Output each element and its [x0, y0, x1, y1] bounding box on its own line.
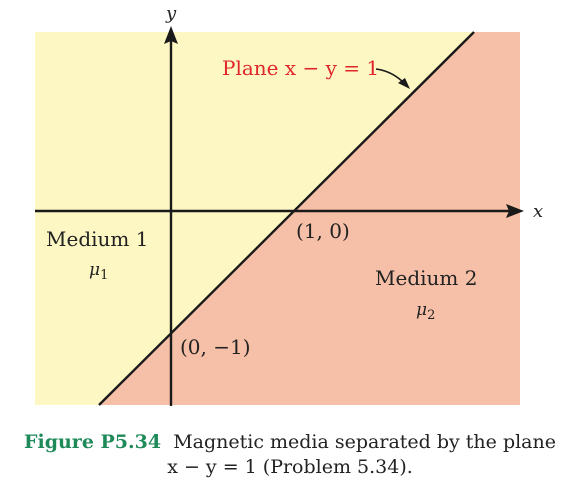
- medium-2-permeability: μ2: [416, 300, 435, 323]
- y-axis-label: y: [165, 3, 177, 24]
- medium-1-permeability: μ1: [89, 260, 108, 283]
- plane-line: [98, 31, 475, 406]
- y-axis-arrowhead: [164, 26, 178, 44]
- figure-diagram: x y Plane x − y = 1 (1, 0) (0, −1) Mediu…: [35, 3, 543, 406]
- caption-text-line-2: x − y = 1 (Problem 5.34).: [167, 456, 413, 478]
- point-label-x-intercept: (1, 0): [296, 219, 350, 243]
- plane-pointer-arrowhead: [398, 78, 410, 89]
- figure-caption: Figure P5.34 Magnetic media separated by…: [0, 430, 580, 480]
- caption-figure-number: Figure P5.34: [24, 431, 162, 453]
- caption-line-2: x − y = 1 (Problem 5.34).: [0, 455, 580, 480]
- medium-1-region: [35, 32, 474, 405]
- medium-2-label: Medium 2: [375, 266, 477, 290]
- caption-text-line-1: Magnetic media separated by the plane: [173, 431, 556, 453]
- medium-2-region: [99, 32, 520, 405]
- point-label-y-intercept: (0, −1): [180, 335, 251, 359]
- caption-line-1: Figure P5.34 Magnetic media separated by…: [0, 430, 580, 455]
- x-axis-label: x: [533, 201, 543, 222]
- x-axis-arrowhead: [506, 204, 524, 218]
- plane-label: Plane x − y = 1: [222, 56, 379, 80]
- medium-1-label: Medium 1: [46, 227, 148, 251]
